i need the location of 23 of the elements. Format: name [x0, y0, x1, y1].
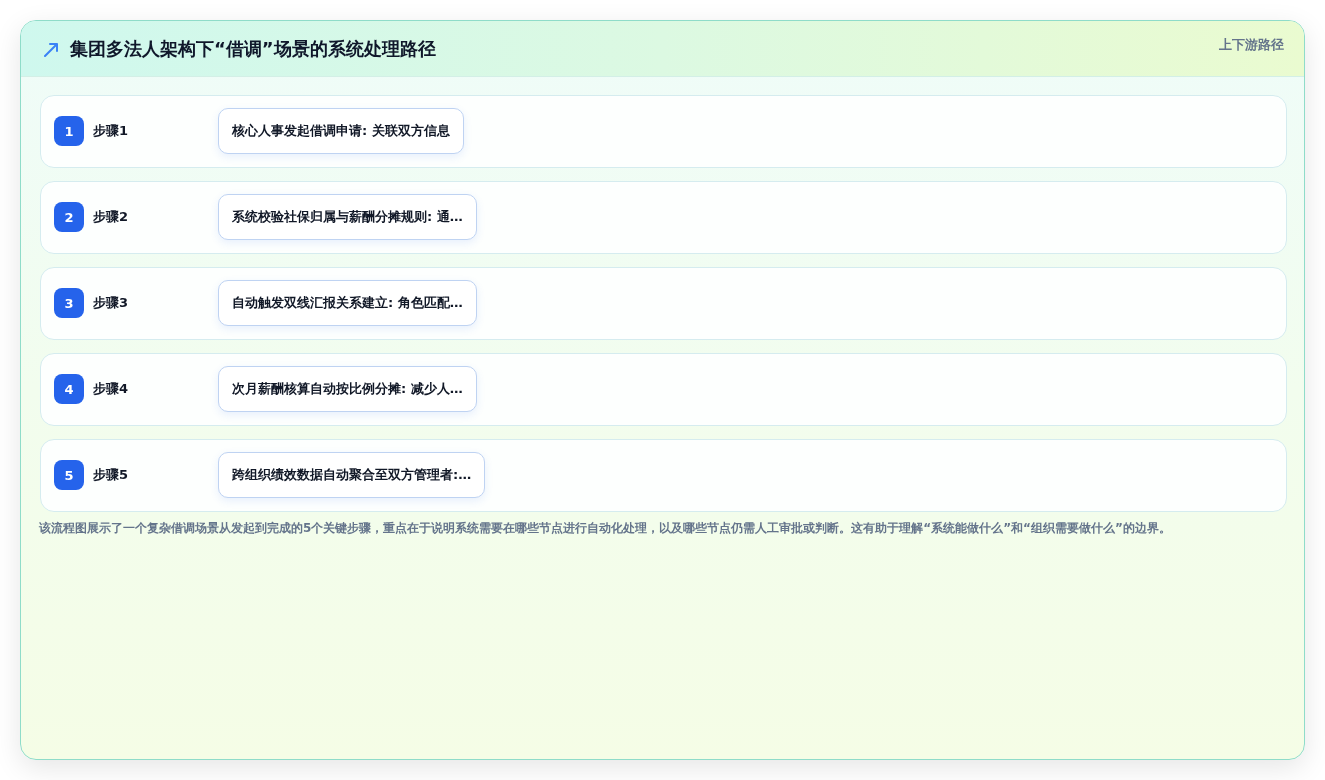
step-row: [40, 439, 1287, 512]
step-number-badge: 2: [54, 202, 84, 232]
step-number-badge: 3: [54, 288, 84, 318]
step-row: [40, 95, 1287, 168]
step-row: [40, 267, 1287, 340]
step-label: 步骤4: [93, 380, 129, 398]
step-row: [40, 181, 1287, 254]
step-row: [40, 353, 1287, 426]
step-description-card: 自动触发双线汇报关系建立: 角色匹配…: [218, 280, 477, 326]
step-number-badge: 5: [54, 460, 84, 490]
step-description-card: 系统校验社保归属与薪酬分摊规则: 通…: [218, 194, 477, 240]
step-number-badge: 4: [54, 374, 84, 404]
step-number-badge: 1: [54, 116, 84, 146]
step-description-card: 跨组织绩效数据自动聚合至双方管理者:…: [218, 452, 486, 498]
step-description-card: 核心人事发起借调申请: 关联双方信息: [218, 108, 464, 154]
step-label: 步骤3: [93, 294, 129, 312]
diagram-title: 集团多法人架构下“借调”场景的系统处理路径: [70, 37, 436, 61]
step-label: 步骤2: [93, 208, 129, 226]
step-label: 步骤1: [93, 122, 129, 140]
path-type-label: 上下游路径: [1219, 36, 1284, 54]
step-description-card: 次月薪酬核算自动按比例分摊: 减少人…: [218, 366, 477, 412]
caption-text: 该流程图展示了一个复杂借调场景从发起到完成的5个关键步骤，重点在于说明系统需要在哪些节点进行自动化处理，以及哪些节点仍需人工审批或判断。这有助于理解“系统能做什么”和“组织需要做什么”的边界。: [39, 520, 1171, 537]
step-label: 步骤5: [93, 466, 129, 484]
